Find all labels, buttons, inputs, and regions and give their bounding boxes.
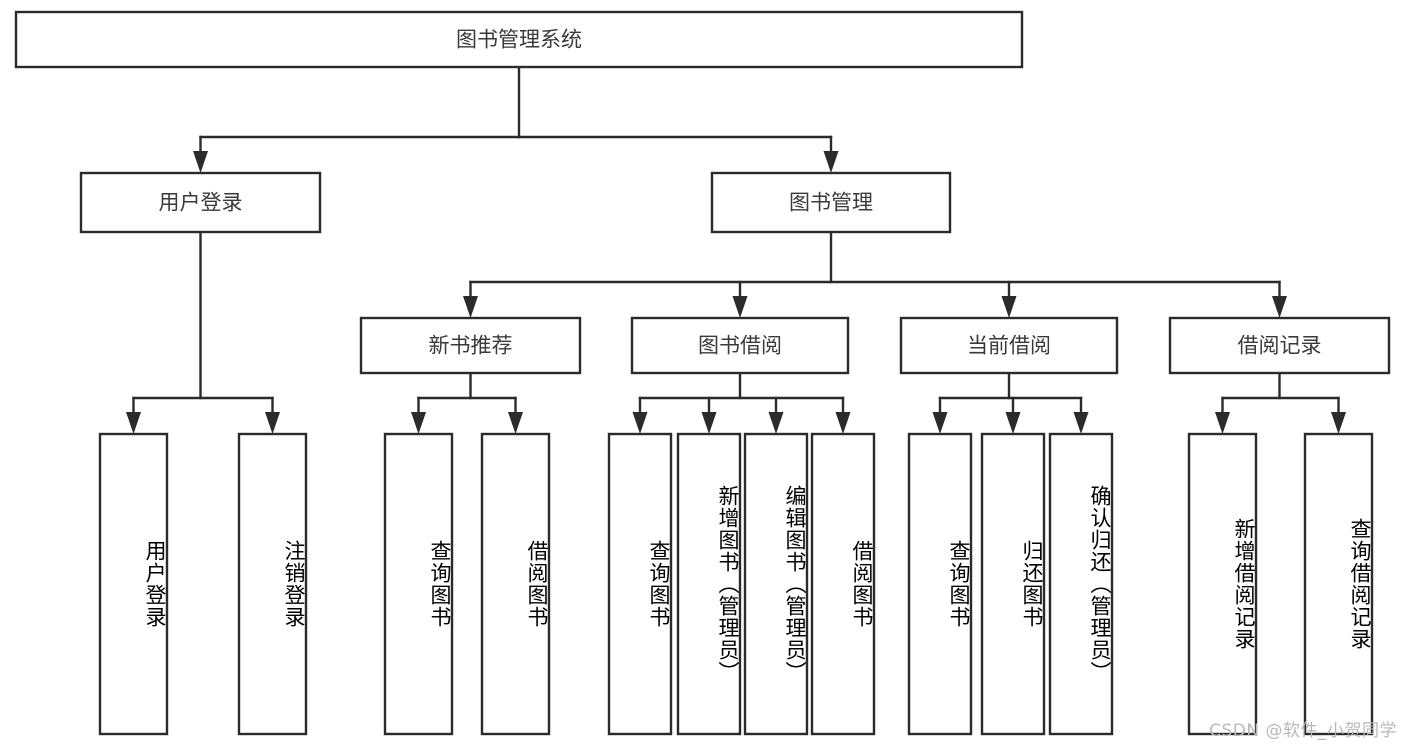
node-label-book-manage: 图书管理 bbox=[789, 191, 873, 215]
node-label-borrow-record: 借阅记录 bbox=[1238, 334, 1322, 358]
node-box-current-borrow bbox=[899, 316, 1119, 375]
arrow-head-edge-current-leaf1 bbox=[932, 412, 948, 434]
node-label-leaf-query-book-3: 查询图书 bbox=[947, 540, 970, 628]
arrow-head-edge-record-leaf1 bbox=[1215, 412, 1230, 434]
node-label-leaf-add-book: 新增图书（管理员） bbox=[716, 485, 739, 683]
node-label-wrap-leaf-query-book-1: 查询图书 bbox=[428, 540, 451, 628]
arrow-head-edge-newbook-leaf2 bbox=[508, 412, 523, 434]
arrow-head-edge-newbook-leaf1 bbox=[411, 412, 426, 434]
node-label-leaf-user-logout: 注销登录 bbox=[282, 540, 305, 628]
node-leaf-query-book-3[interactable]: 查询图书 bbox=[907, 432, 973, 736]
node-box-book-borrow bbox=[630, 316, 850, 375]
arrow-head-edge-current-leaf3 bbox=[1073, 412, 1089, 434]
arrow-head-edge-borrow-leaf4 bbox=[835, 412, 851, 434]
arrow-head-edge-borrow-leaf3 bbox=[768, 412, 784, 434]
node-box-borrow-record bbox=[1168, 316, 1391, 375]
node-label-leaf-borrow-book-2: 借阅图书 bbox=[850, 540, 873, 628]
node-box-leaf-borrow-book-2 bbox=[810, 432, 876, 736]
node-leaf-query-record[interactable]: 查询借阅记录 bbox=[1303, 432, 1374, 736]
node-box-leaf-user-login bbox=[98, 432, 169, 736]
node-leaf-edit-book[interactable]: 编辑图书（管理员） bbox=[743, 432, 809, 736]
node-label-wrap-leaf-confirm-return: 确认归还（管理员） bbox=[1088, 485, 1111, 683]
node-box-leaf-add-book bbox=[676, 432, 742, 736]
node-label-leaf-return-book: 归还图书 bbox=[1020, 540, 1043, 628]
node-label-leaf-user-login: 用户登录 bbox=[143, 540, 166, 628]
node-leaf-query-book-1[interactable]: 查询图书 bbox=[383, 432, 454, 736]
node-book-borrow[interactable]: 图书借阅 bbox=[630, 316, 850, 375]
arrow-head-edge-bookmanage-newbook bbox=[463, 296, 478, 318]
node-user-login[interactable]: 用户登录 bbox=[79, 171, 322, 234]
node-label-wrap-leaf-query-book-3: 查询图书 bbox=[947, 540, 970, 628]
arrow-head-edge-bookmanage-current bbox=[1001, 296, 1017, 318]
node-current-borrow[interactable]: 当前借阅 bbox=[899, 316, 1119, 375]
node-leaf-query-book-2[interactable]: 查询图书 bbox=[607, 432, 673, 736]
node-label-leaf-confirm-return: 确认归还（管理员） bbox=[1088, 485, 1111, 683]
node-box-leaf-query-book-3 bbox=[907, 432, 973, 736]
node-label-leaf-query-book-2: 查询图书 bbox=[647, 540, 670, 628]
arrow-head-edge-bookmanage-borrow bbox=[732, 296, 748, 318]
node-leaf-user-login[interactable]: 用户登录 bbox=[98, 432, 169, 736]
node-box-leaf-query-book-1 bbox=[383, 432, 454, 736]
node-leaf-user-logout[interactable]: 注销登录 bbox=[237, 432, 308, 736]
arrow-head-edge-borrow-leaf1 bbox=[632, 412, 648, 434]
node-box-root bbox=[14, 10, 1024, 69]
node-label-wrap-leaf-add-record: 新增借阅记录 bbox=[1232, 518, 1255, 650]
arrow-head-edge-bookmanage-record bbox=[1272, 296, 1287, 318]
node-leaf-add-book[interactable]: 新增图书（管理员） bbox=[676, 432, 742, 736]
node-leaf-borrow-book-1[interactable]: 借阅图书 bbox=[480, 432, 551, 736]
node-box-leaf-query-book-2 bbox=[607, 432, 673, 736]
node-label-current-borrow: 当前借阅 bbox=[967, 334, 1051, 358]
node-label-leaf-query-book-1: 查询图书 bbox=[428, 540, 451, 628]
arrow-head-edge-record-leaf2 bbox=[1331, 412, 1346, 434]
node-box-leaf-user-logout bbox=[237, 432, 308, 736]
node-label-leaf-add-record: 新增借阅记录 bbox=[1232, 518, 1255, 650]
node-new-book-recommend[interactable]: 新书推荐 bbox=[359, 316, 582, 375]
node-label-wrap-leaf-user-login: 用户登录 bbox=[143, 540, 166, 628]
node-label-wrap-leaf-edit-book: 编辑图书（管理员） bbox=[783, 485, 806, 683]
node-box-leaf-borrow-book-1 bbox=[480, 432, 551, 736]
node-box-new-book-recommend bbox=[359, 316, 582, 375]
node-box-leaf-return-book bbox=[980, 432, 1046, 736]
node-box-book-manage bbox=[710, 171, 952, 234]
arrow-head-edge-userlogin-leaf1 bbox=[126, 412, 141, 434]
node-book-manage[interactable]: 图书管理 bbox=[710, 171, 952, 234]
arrow-head-edge-borrow-leaf2 bbox=[701, 412, 717, 434]
node-box-leaf-edit-book bbox=[743, 432, 809, 736]
node-box-leaf-query-record bbox=[1303, 432, 1374, 736]
node-label-wrap-leaf-user-logout: 注销登录 bbox=[282, 540, 305, 628]
node-borrow-record[interactable]: 借阅记录 bbox=[1168, 316, 1391, 375]
node-box-leaf-confirm-return bbox=[1048, 432, 1114, 736]
node-label-new-book-recommend: 新书推荐 bbox=[429, 334, 513, 358]
node-label-wrap-leaf-add-book: 新增图书（管理员） bbox=[716, 485, 739, 683]
node-label-wrap-leaf-return-book: 归还图书 bbox=[1020, 540, 1043, 628]
node-label-wrap-leaf-borrow-book-1: 借阅图书 bbox=[525, 540, 548, 628]
arrow-head-edge-userlogin-leaf2 bbox=[265, 412, 280, 434]
arrow-head-edge-current-leaf2 bbox=[1005, 412, 1021, 434]
node-label-leaf-query-record: 查询借阅记录 bbox=[1348, 518, 1371, 650]
node-label-book-borrow: 图书借阅 bbox=[698, 334, 782, 358]
node-label-leaf-borrow-book-1: 借阅图书 bbox=[525, 540, 548, 628]
node-leaf-confirm-return[interactable]: 确认归还（管理员） bbox=[1048, 432, 1114, 736]
node-box-user-login bbox=[79, 171, 322, 234]
node-label-wrap-leaf-query-record: 查询借阅记录 bbox=[1348, 518, 1371, 650]
node-label-user-login: 用户登录 bbox=[159, 191, 243, 215]
node-label-wrap-leaf-query-book-2: 查询图书 bbox=[647, 540, 670, 628]
node-layer: 图书管理系统用户登录图书管理新书推荐图书借阅当前借阅借阅记录用户登录注销登录查询… bbox=[14, 10, 1391, 736]
node-box-leaf-add-record bbox=[1187, 432, 1258, 736]
node-leaf-return-book[interactable]: 归还图书 bbox=[980, 432, 1046, 736]
node-leaf-add-record[interactable]: 新增借阅记录 bbox=[1187, 432, 1258, 736]
node-label-wrap-leaf-borrow-book-2: 借阅图书 bbox=[850, 540, 873, 628]
node-root[interactable]: 图书管理系统 bbox=[14, 10, 1024, 69]
connector-layer bbox=[126, 65, 1346, 434]
arrow-head-edge-root-userlogin bbox=[193, 151, 208, 173]
node-leaf-borrow-book-2[interactable]: 借阅图书 bbox=[810, 432, 876, 736]
node-label-root: 图书管理系统 bbox=[456, 28, 582, 52]
arrow-head-edge-root-bookmanage bbox=[823, 151, 839, 173]
node-label-leaf-edit-book: 编辑图书（管理员） bbox=[783, 485, 806, 683]
